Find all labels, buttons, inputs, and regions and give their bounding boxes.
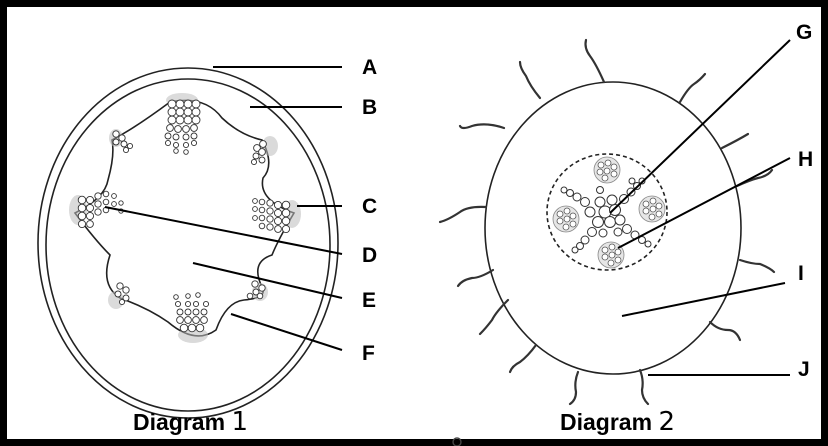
diagram-2-caption: Diagram 2 xyxy=(560,407,675,437)
diagram-2-caption-number: 2 xyxy=(658,407,675,437)
d2-phloem-top xyxy=(594,157,620,183)
diagram-2 xyxy=(485,82,741,374)
d2-labels: G H I J xyxy=(796,21,813,381)
d1-cluster-right xyxy=(253,199,290,233)
label-c: C xyxy=(362,195,377,218)
d2-phloem-right xyxy=(639,196,665,222)
d2-root-outline xyxy=(485,82,741,374)
label-g: G xyxy=(796,21,812,44)
label-i: I xyxy=(798,262,804,285)
d1-cluster-bottom xyxy=(174,293,209,332)
label-h: H xyxy=(798,148,813,171)
d1-cluster-top xyxy=(165,100,200,154)
diagram-2-caption-text: Diagram xyxy=(560,409,652,435)
leader-g xyxy=(610,40,790,213)
leader-f xyxy=(231,314,342,350)
label-d: D xyxy=(362,244,377,267)
diagram-1-caption-text: Diagram xyxy=(133,409,225,435)
leader-d xyxy=(105,207,342,254)
d2-leader-lines xyxy=(610,40,790,375)
label-b: B xyxy=(362,96,377,119)
label-e: E xyxy=(362,289,376,312)
label-f: F xyxy=(362,342,375,365)
page-artifact-mark xyxy=(453,438,461,446)
leader-i xyxy=(622,283,785,316)
d2-phloem-left xyxy=(553,206,579,232)
diagram-1-caption-number: 1 xyxy=(231,407,248,437)
label-a: A xyxy=(362,56,377,79)
d1-cluster-upper-right xyxy=(251,141,266,165)
diagram-1-caption: Diagram 1 xyxy=(133,407,248,437)
d1-leader-lines xyxy=(105,67,342,350)
label-j: J xyxy=(798,358,810,381)
d1-labels: A B C D E F xyxy=(362,56,377,365)
